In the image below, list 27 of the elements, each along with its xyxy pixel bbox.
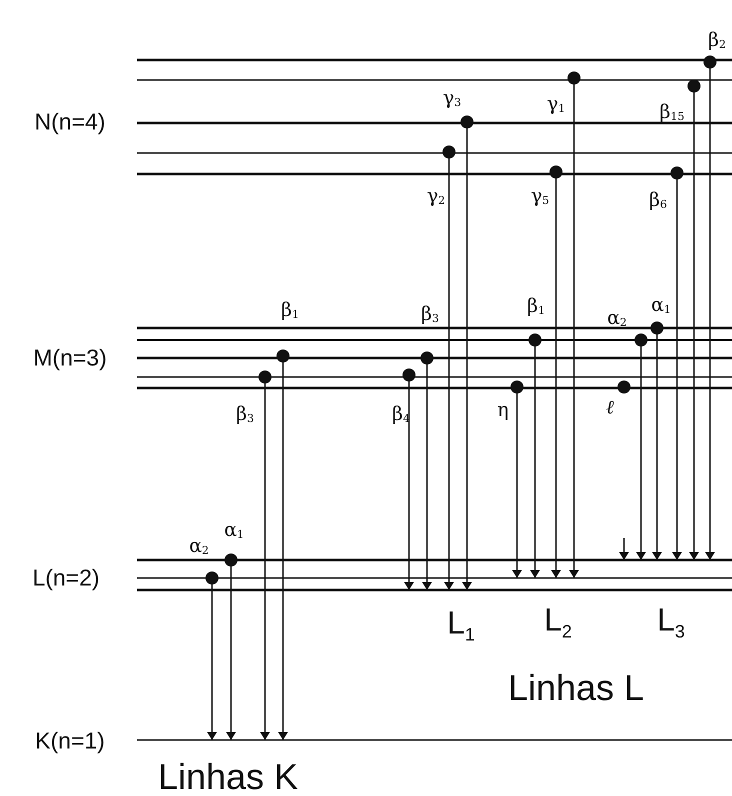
line-label: β$_{1}$ bbox=[281, 299, 299, 321]
line-label: β$_{15}$ bbox=[660, 101, 684, 123]
line-label: β$_{3}$ bbox=[236, 403, 254, 425]
line-label: α$_{2}$ bbox=[189, 535, 209, 557]
level-label: L(n=2) bbox=[32, 564, 100, 592]
line-label: β$_{6}$ bbox=[649, 189, 667, 211]
line-label: γ$_{5}$ bbox=[530, 185, 550, 207]
line-label: β$_{1}$ bbox=[527, 295, 545, 317]
line-label: β$_{3}$ bbox=[421, 303, 439, 325]
line-label: α$_{1}$ bbox=[651, 294, 671, 316]
line-label: α$_{1}$ bbox=[224, 519, 244, 541]
subshell-label: L$_{3}$ bbox=[657, 601, 685, 643]
line-label: β$_{4}$ bbox=[392, 403, 410, 425]
line-label: γ$_{1}$ bbox=[546, 93, 566, 115]
line-label: ℓ bbox=[606, 396, 614, 420]
level-label: N(n=4) bbox=[34, 108, 106, 136]
level-label: M(n=3) bbox=[33, 344, 107, 372]
line-label: γ$_{3}$ bbox=[442, 87, 462, 109]
series-label: Linhas L bbox=[508, 667, 644, 709]
subshell-label: L$_{1}$ bbox=[447, 604, 475, 646]
line-label: γ$_{2}$ bbox=[426, 185, 446, 207]
subshell-label: L$_{2}$ bbox=[544, 601, 572, 643]
line-label: η bbox=[497, 399, 509, 421]
line-label: β$_{2}$ bbox=[708, 29, 726, 51]
line-label: α$_{2}$ bbox=[607, 307, 627, 329]
series-label: Linhas K bbox=[158, 756, 298, 796]
level-label: K(n=1) bbox=[35, 728, 105, 754]
